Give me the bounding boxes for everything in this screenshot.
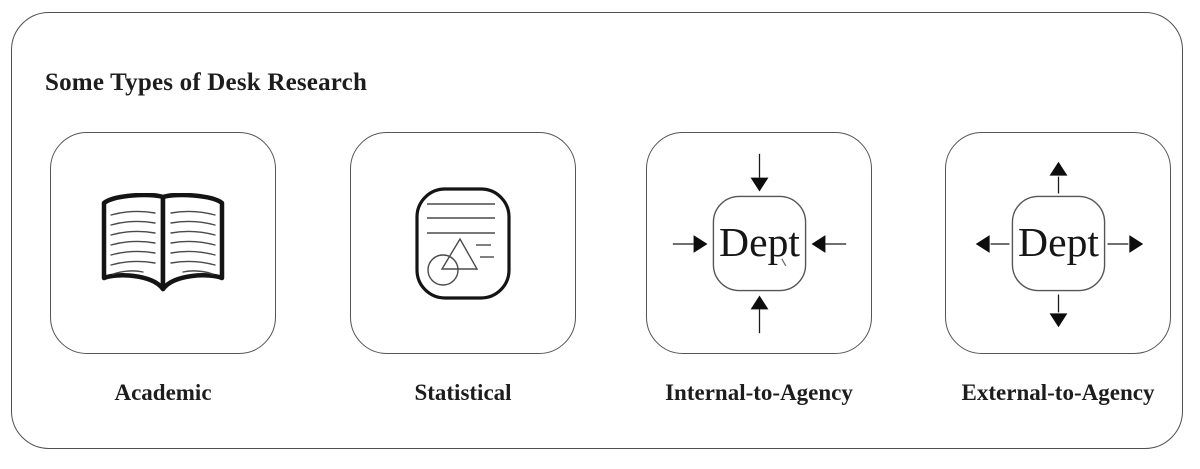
internal-to-agency-card: Dept	[646, 132, 872, 354]
dept-text: Dept	[1018, 220, 1099, 266]
statistical-card	[350, 132, 576, 354]
external-to-agency-card: Dept	[945, 132, 1171, 354]
stray-tick-mark	[781, 258, 787, 267]
statistical-document-icon	[415, 186, 511, 300]
card-group-statistical: Statistical	[350, 132, 576, 405]
dept-arrows-inward-icon: Dept	[672, 153, 847, 334]
card-label-external: External-to-Agency	[961, 380, 1155, 405]
dept-text: Dept	[719, 220, 800, 266]
card-group-academic: Academic	[50, 132, 276, 405]
card-group-internal: Dept Internal-to-Ag	[646, 132, 872, 405]
open-book-icon	[101, 193, 225, 292]
card-group-external: Dept External-to-Agency	[945, 132, 1171, 405]
academic-card	[50, 132, 276, 354]
figure-frame: Some Types of Desk Research	[11, 12, 1183, 449]
card-label-academic: Academic	[114, 380, 212, 405]
card-label-statistical: Statistical	[414, 380, 512, 405]
dept-arrows-outward-icon: Dept	[975, 161, 1144, 328]
card-label-internal: Internal-to-Agency	[665, 380, 853, 405]
figure-title: Some Types of Desk Research	[45, 69, 368, 96]
